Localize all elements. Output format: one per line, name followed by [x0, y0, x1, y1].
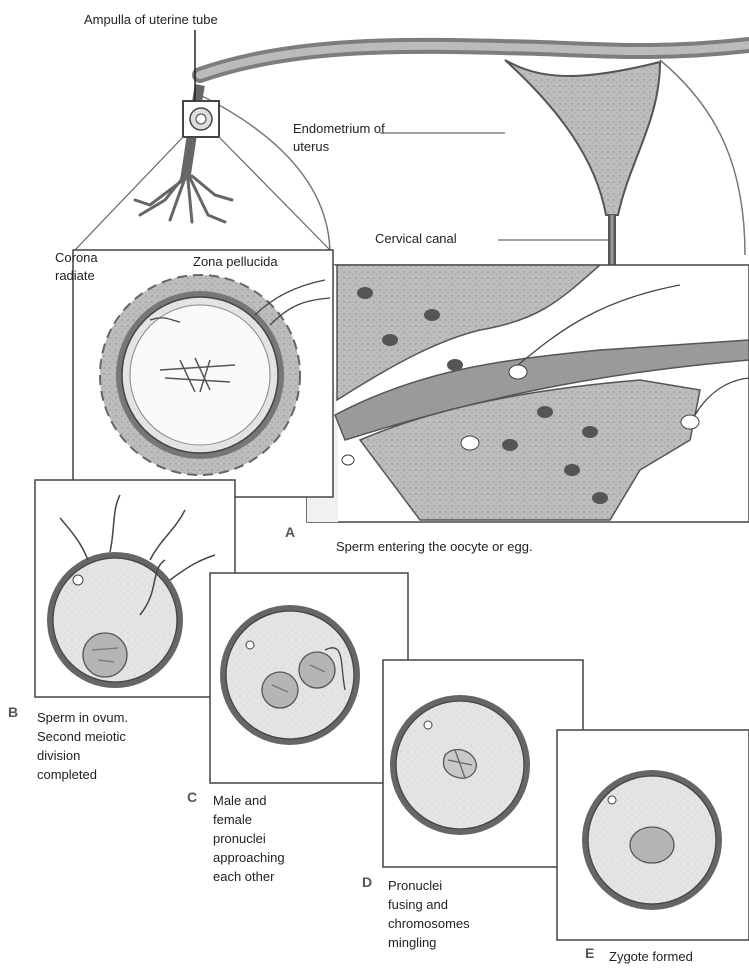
- panel-a-letter: A: [285, 524, 295, 540]
- panel-d-caption: Pronuclei fusing and chromosomes minglin…: [388, 876, 470, 952]
- panel-b-illustration: [35, 480, 235, 697]
- panel-e-letter: E: [585, 945, 594, 961]
- panel-d-letter: D: [362, 874, 372, 890]
- endometrium-label: Endometrium of uterus: [293, 120, 385, 156]
- corona-radiata-egg: [73, 250, 333, 497]
- panel-c-illustration: [210, 573, 408, 783]
- panel-c-caption: Male and female pronuclei approaching ea…: [213, 791, 285, 886]
- panel-a-epithelium: [307, 265, 749, 522]
- panel-c-letter: C: [187, 789, 197, 805]
- panel-e-illustration: [557, 730, 749, 940]
- zona-pellucida-label: Zona pellucida: [193, 253, 278, 271]
- cervical-canal-label: Cervical canal: [375, 230, 457, 248]
- ampulla-label: Ampulla of uterine tube: [84, 11, 218, 29]
- panel-b-letter: B: [8, 704, 18, 720]
- panel-d-illustration: [383, 660, 583, 867]
- panel-a-caption: Sperm entering the oocyte or egg.: [336, 537, 533, 556]
- panel-b-caption: Sperm in ovum. Second meiotic division c…: [37, 708, 128, 784]
- corona-radiate-label: Corona radiate: [55, 249, 98, 285]
- panel-e-caption: Zygote formed: [609, 947, 693, 966]
